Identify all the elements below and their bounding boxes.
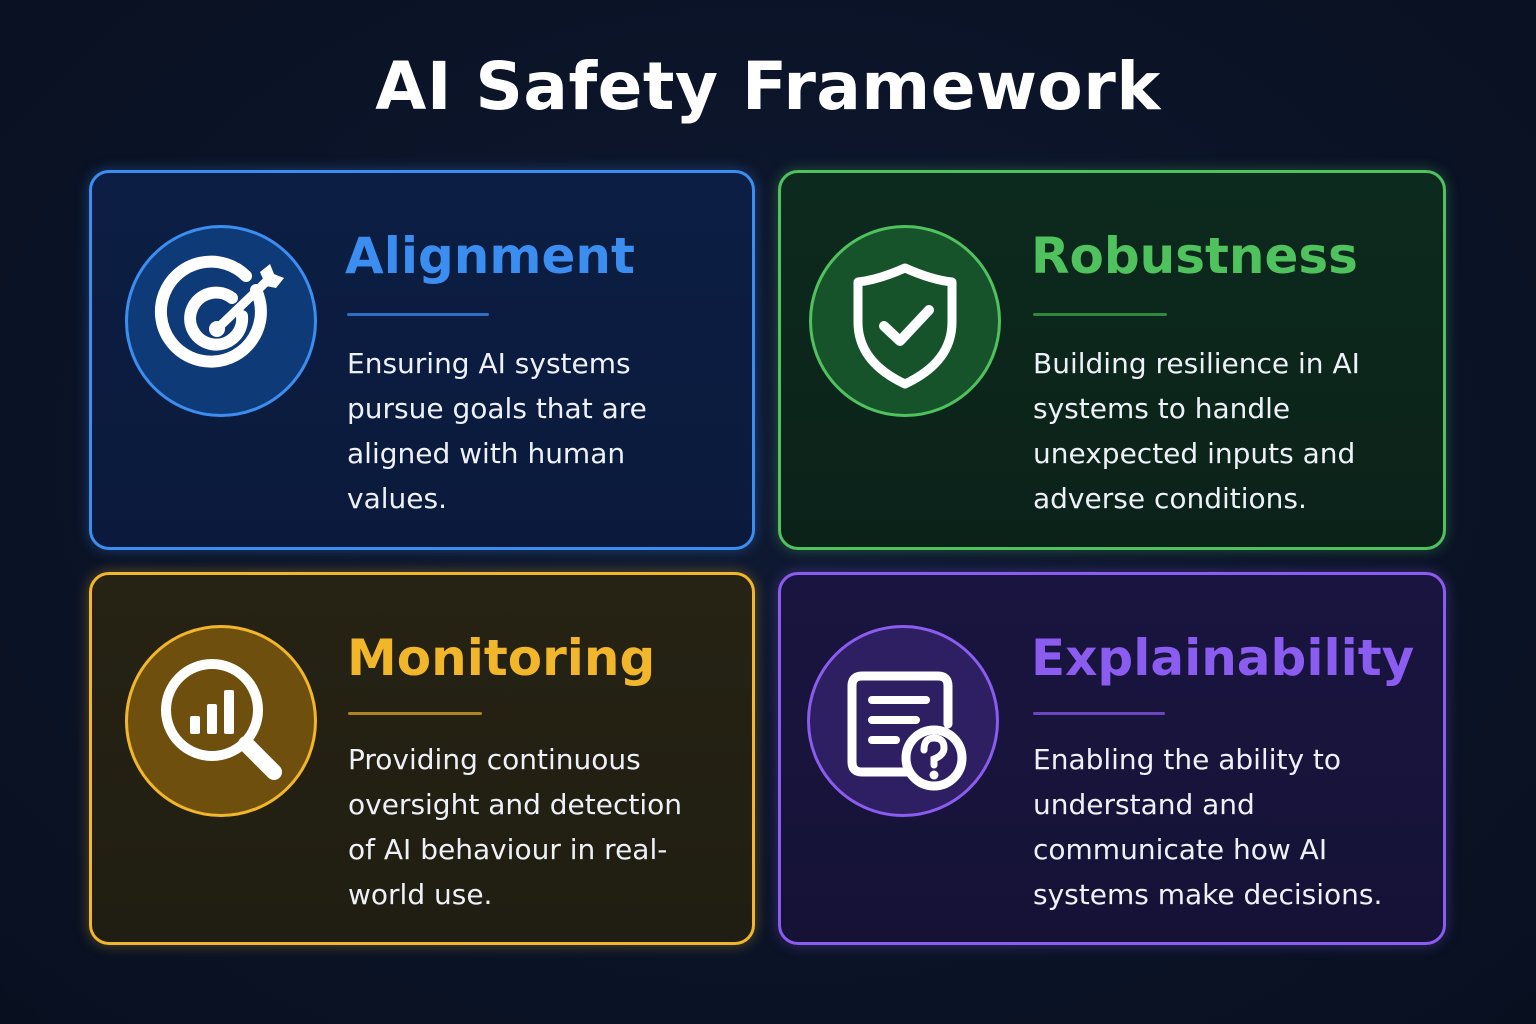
document-question-icon — [847, 671, 967, 791]
robustness-card: Robustness Building resilience in AI sys… — [778, 170, 1446, 550]
alignment-heading: Alignment — [345, 227, 635, 285]
explainability-card: Explainability Enabling the ability to u… — [778, 572, 1446, 945]
alignment-description: Ensuring AI systems pursue goals that ar… — [347, 347, 647, 515]
monitoring-icon-badge — [125, 625, 317, 817]
monitoring-card: Monitoring Providing continuous oversigh… — [89, 572, 755, 945]
robustness-divider — [1033, 313, 1167, 316]
shield-check-icon — [853, 263, 957, 389]
monitoring-description: Providing continuous oversight and detec… — [348, 743, 683, 911]
robustness-description: Building resilience in AI systems to han… — [1033, 347, 1360, 515]
robustness-heading: Robustness — [1031, 227, 1358, 285]
alignment-card: Alignment Ensuring AI systems pursue goa… — [89, 170, 755, 550]
alignment-icon-badge — [125, 225, 317, 417]
explainability-description: Enabling the ability to understand and c… — [1033, 743, 1383, 911]
explainability-icon-badge — [807, 625, 999, 817]
monitoring-divider — [348, 712, 482, 715]
explainability-heading: Explainability — [1031, 629, 1415, 687]
robustness-icon-badge — [809, 225, 1001, 417]
page-title: AI Safety Framework — [375, 48, 1161, 125]
explainability-divider — [1033, 712, 1165, 715]
monitoring-heading: Monitoring — [347, 629, 656, 687]
magnifier-chart-icon — [161, 659, 282, 780]
alignment-divider — [347, 313, 489, 316]
target-arrow-icon — [154, 255, 284, 368]
